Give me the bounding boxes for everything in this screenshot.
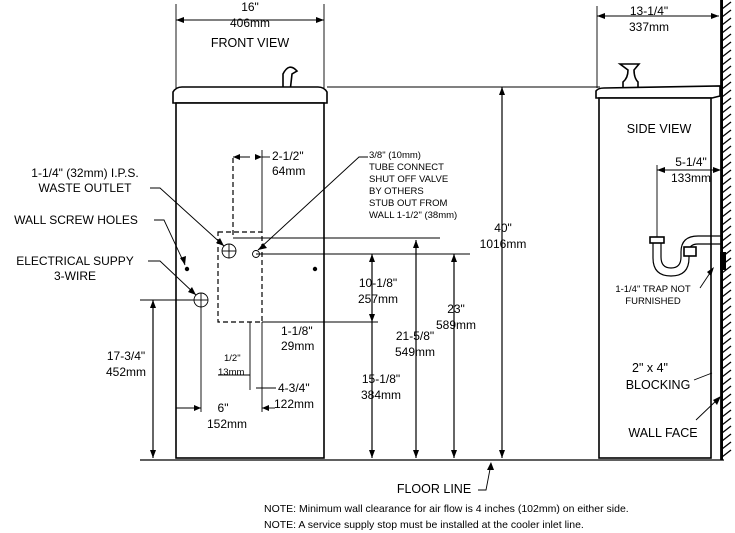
waste-outlet-callout-line2: WASTE OUTLET: [39, 181, 133, 195]
dim-15-1-8-mm: 384mm: [361, 388, 401, 402]
side-depth-mm: 337mm: [629, 20, 669, 34]
side-view: 13-1/4" 337mm SIDE VIEW 5-1/4" 133mm 1-1…: [595, 0, 732, 460]
wall-screw-hole-icon: [312, 266, 318, 272]
dim-23-mm: 589mm: [436, 318, 476, 332]
front-view-title: FRONT VIEW: [211, 36, 289, 50]
dim-17-3-4-mm: 452mm: [106, 365, 146, 379]
dim-5-1-4-in: 5-1/4": [675, 155, 707, 169]
tube-connect-line6: WALL 1-1/2" (38mm): [369, 210, 457, 221]
wall-hatch: [721, 0, 732, 460]
side-depth-in: 13-1/4": [630, 4, 668, 18]
dim-1-1-8-mm: 29mm: [281, 339, 314, 353]
waste-outlet-callout-line1: 1-1/4" (32mm) I.P.S.: [31, 166, 138, 180]
dim-5-1-4-mm: 133mm: [671, 171, 711, 185]
dim-40-mm: 1016mm: [480, 237, 527, 251]
tube-connect-line1: 3/8" (10mm): [369, 150, 421, 161]
blocking-callout-line2: BLOCKING: [626, 378, 691, 392]
blocking-callout-line1: 2" x 4": [632, 361, 668, 375]
side-basin-top: [595, 85, 721, 99]
side-bubbler-icon: [617, 63, 641, 89]
dim-2-1-2-in: 2-1/2": [272, 149, 304, 163]
wall-screw-hole-icon: [184, 266, 190, 272]
dim-17-3-4-in: 17-3/4": [107, 349, 145, 363]
front-basin-top: [172, 86, 328, 104]
tube-connect-line4: BY OTHERS: [369, 186, 424, 197]
tube-connect-line5: STUB OUT FROM: [369, 198, 448, 209]
floor-line-label: FLOOR LINE: [397, 482, 471, 496]
trap-callout-line2: FURNISHED: [625, 296, 681, 307]
note-1: NOTE: Minimum wall clearance for air flo…: [264, 503, 629, 515]
dim-2-1-2-mm: 64mm: [272, 164, 305, 178]
dim-10-1-8-mm: 257mm: [358, 292, 398, 306]
dim-15-1-8-in: 15-1/8": [362, 372, 400, 386]
dim-6-in: 6": [218, 401, 229, 415]
dim-4-3-4-mm: 122mm: [274, 397, 314, 411]
dim-40-in: 40": [494, 221, 512, 235]
note-2: NOTE: A service supply stop must be inst…: [264, 519, 584, 531]
wall-screw-holes-callout: WALL SCREW HOLES: [14, 213, 138, 227]
dim-6-mm: 152mm: [207, 417, 247, 431]
tube-connect-line3: SHUT OFF VALVE: [369, 174, 448, 185]
electrical-callout-line2: 3-WIRE: [54, 269, 96, 283]
wall-face-label: WALL FACE: [628, 426, 697, 440]
dim-10-1-8-in: 10-1/8": [359, 276, 397, 290]
dim-1-1-8-in: 1-1/8": [281, 324, 313, 338]
bubbler-icon: [282, 66, 299, 93]
notes: NOTE: Minimum wall clearance for air flo…: [264, 503, 629, 531]
p-trap-icon: [649, 235, 721, 277]
front-width-in: 16": [241, 0, 259, 14]
front-width-mm: 406mm: [230, 16, 270, 30]
dim-4-3-4-in: 4-3/4": [278, 381, 310, 395]
dim-1-2-in: 1/2": [224, 353, 241, 364]
tube-connect-line2: TUBE CONNECT: [369, 162, 444, 173]
center-dimensions: 3/8" (10mm) TUBE CONNECT SHUT OFF VALVE …: [140, 86, 724, 496]
front-view: 16" 406mm FRONT VIEW 2-1/2" 64mm: [14, 0, 470, 459]
dim-23-in: 23": [447, 302, 465, 316]
dim-21-5-8-mm: 549mm: [395, 345, 435, 359]
side-view-title: SIDE VIEW: [627, 122, 692, 136]
trap-callout-line1: 1-1/4" TRAP NOT: [615, 284, 691, 295]
dim-1-2-mm: 13mm: [218, 367, 244, 378]
electrical-callout-line1: ELECTRICAL SUPPY: [16, 254, 134, 268]
side-cabinet: [598, 97, 712, 459]
dim-21-5-8-in: 21-5/8": [396, 329, 434, 343]
